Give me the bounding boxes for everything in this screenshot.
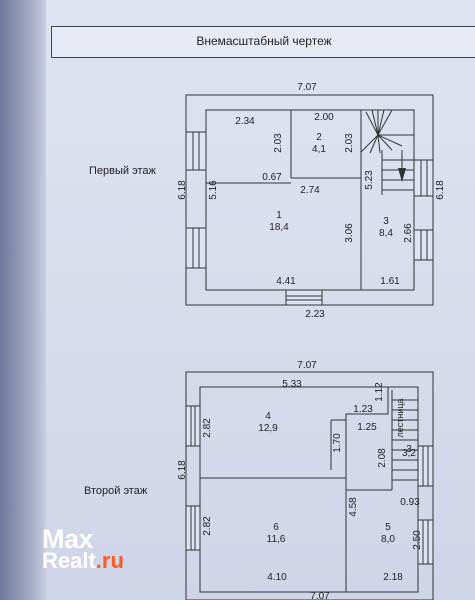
floor1-dim-wall-d: 2.66 [403, 223, 414, 243]
floor2-inner-wall [199, 386, 419, 593]
site-watermark-logo: Max Realt.ru [42, 524, 202, 574]
floor1-dim-room2-top: 2.00 [314, 112, 334, 123]
floor2-dim-bottom-total: 7.07 [310, 591, 330, 600]
floor1-window-left-upper [185, 131, 207, 171]
floor1-room1-num: 1 [276, 210, 282, 221]
floor1-dim-room1-height: 5.16 [208, 180, 219, 200]
floor1-dim-room1-mid: 2.74 [300, 185, 320, 196]
floor2-dim-stair-side: 2.08 [377, 448, 388, 468]
watermark-domain: .ru [95, 548, 124, 573]
floor1-dim-top: 7.07 [297, 82, 317, 93]
floor2-dim-room4-left: 2.82 [202, 418, 213, 438]
floor2-dim-partition: 1.70 [332, 433, 343, 453]
floor2-dim-room6-left: 2.82 [202, 516, 213, 536]
floor2-window-right-lower [417, 519, 434, 565]
floor1-dim-room1-top: 2.34 [235, 116, 255, 127]
floor2-dim-bottom-right: 2.18 [383, 572, 403, 583]
floor2-window-left-upper [185, 405, 201, 447]
floor1-room3-num: 3 [383, 216, 389, 227]
document-binding-edge [0, 0, 46, 600]
floor2-label: Второй этаж [84, 485, 148, 497]
floor2-room6-num: 6 [273, 522, 279, 533]
floor2-stairs [391, 390, 418, 490]
watermark-max: Max [42, 524, 94, 554]
floor1-window-bottom [285, 289, 323, 306]
floor2-dim-notch-top: 1.23 [353, 404, 373, 415]
floor2-dim-room5-right: 2.50 [412, 530, 423, 550]
floor1-dim-right: 6.18 [435, 180, 446, 200]
floor2-room3-area: 3,2 [402, 448, 416, 459]
floor2-dim-left: 6.18 [177, 460, 188, 480]
floor1-room2-area: 4,1 [312, 144, 326, 155]
floor2-dim-room5-step: 0.93 [400, 497, 420, 508]
floor2-stair-label: лестница [395, 398, 405, 437]
watermark-realt-text: Realt [42, 548, 96, 573]
floor2-room3-num: 3 [406, 444, 412, 455]
floor1-room1-area: 18,4 [269, 222, 289, 233]
floor1-window-left-lower [185, 227, 207, 269]
floor1-stair-arrow-icon [398, 168, 406, 182]
watermark-realt: Realt.ru [42, 548, 124, 574]
floor2-dim-bottom-left: 4.10 [267, 572, 287, 583]
floor1-window-right [413, 159, 434, 197]
floor1-dim-bottom-outside: 2.23 [305, 309, 325, 320]
floor1-dim-left: 6.18 [177, 180, 188, 200]
floor1-dim-stair-len: 5.23 [364, 170, 375, 190]
floor2-room4-num: 4 [265, 411, 271, 422]
floor2-room5-area: 8,0 [381, 534, 395, 545]
floor1-dim-bottom-main: 4.41 [276, 276, 296, 287]
drawing-header: Внемасштабный чертеж [51, 26, 475, 58]
floor2-dim-corner: 1.12 [374, 382, 385, 402]
floor1-label: Первый этаж [89, 165, 156, 177]
floor2-dim-top: 7.07 [297, 360, 317, 371]
paper-sheet [46, 0, 475, 600]
floor2-dim-wall-mid: 4.58 [348, 497, 359, 517]
floor1-dim-wall-c: 3.06 [344, 223, 355, 243]
floor1-dim-wall-a: 2.03 [273, 133, 284, 153]
floor1-stairs [360, 109, 414, 195]
floor2-dim-notch-w: 1.25 [357, 422, 377, 433]
floor1-window-right-lower [413, 229, 434, 261]
floor2-room5-num: 5 [385, 522, 391, 533]
floor1-room3-area: 8,4 [379, 228, 393, 239]
floor2-room4-area: 12,9 [258, 423, 278, 434]
floor2-room6-area: 11,6 [267, 534, 286, 545]
drawing-title: Внемасштабный чертеж [196, 34, 332, 48]
floor2-window-left-lower [185, 505, 201, 551]
floor1-dim-stub: 0.67 [262, 172, 282, 183]
floor2-dim-room4-top: 5.33 [282, 379, 302, 390]
floor1-dim-bottom-right: 1.61 [380, 276, 400, 287]
floor1-room2-num: 2 [316, 132, 322, 143]
floor1-dim-wall-b: 2.03 [344, 133, 355, 153]
floor2-window-right [417, 445, 434, 487]
